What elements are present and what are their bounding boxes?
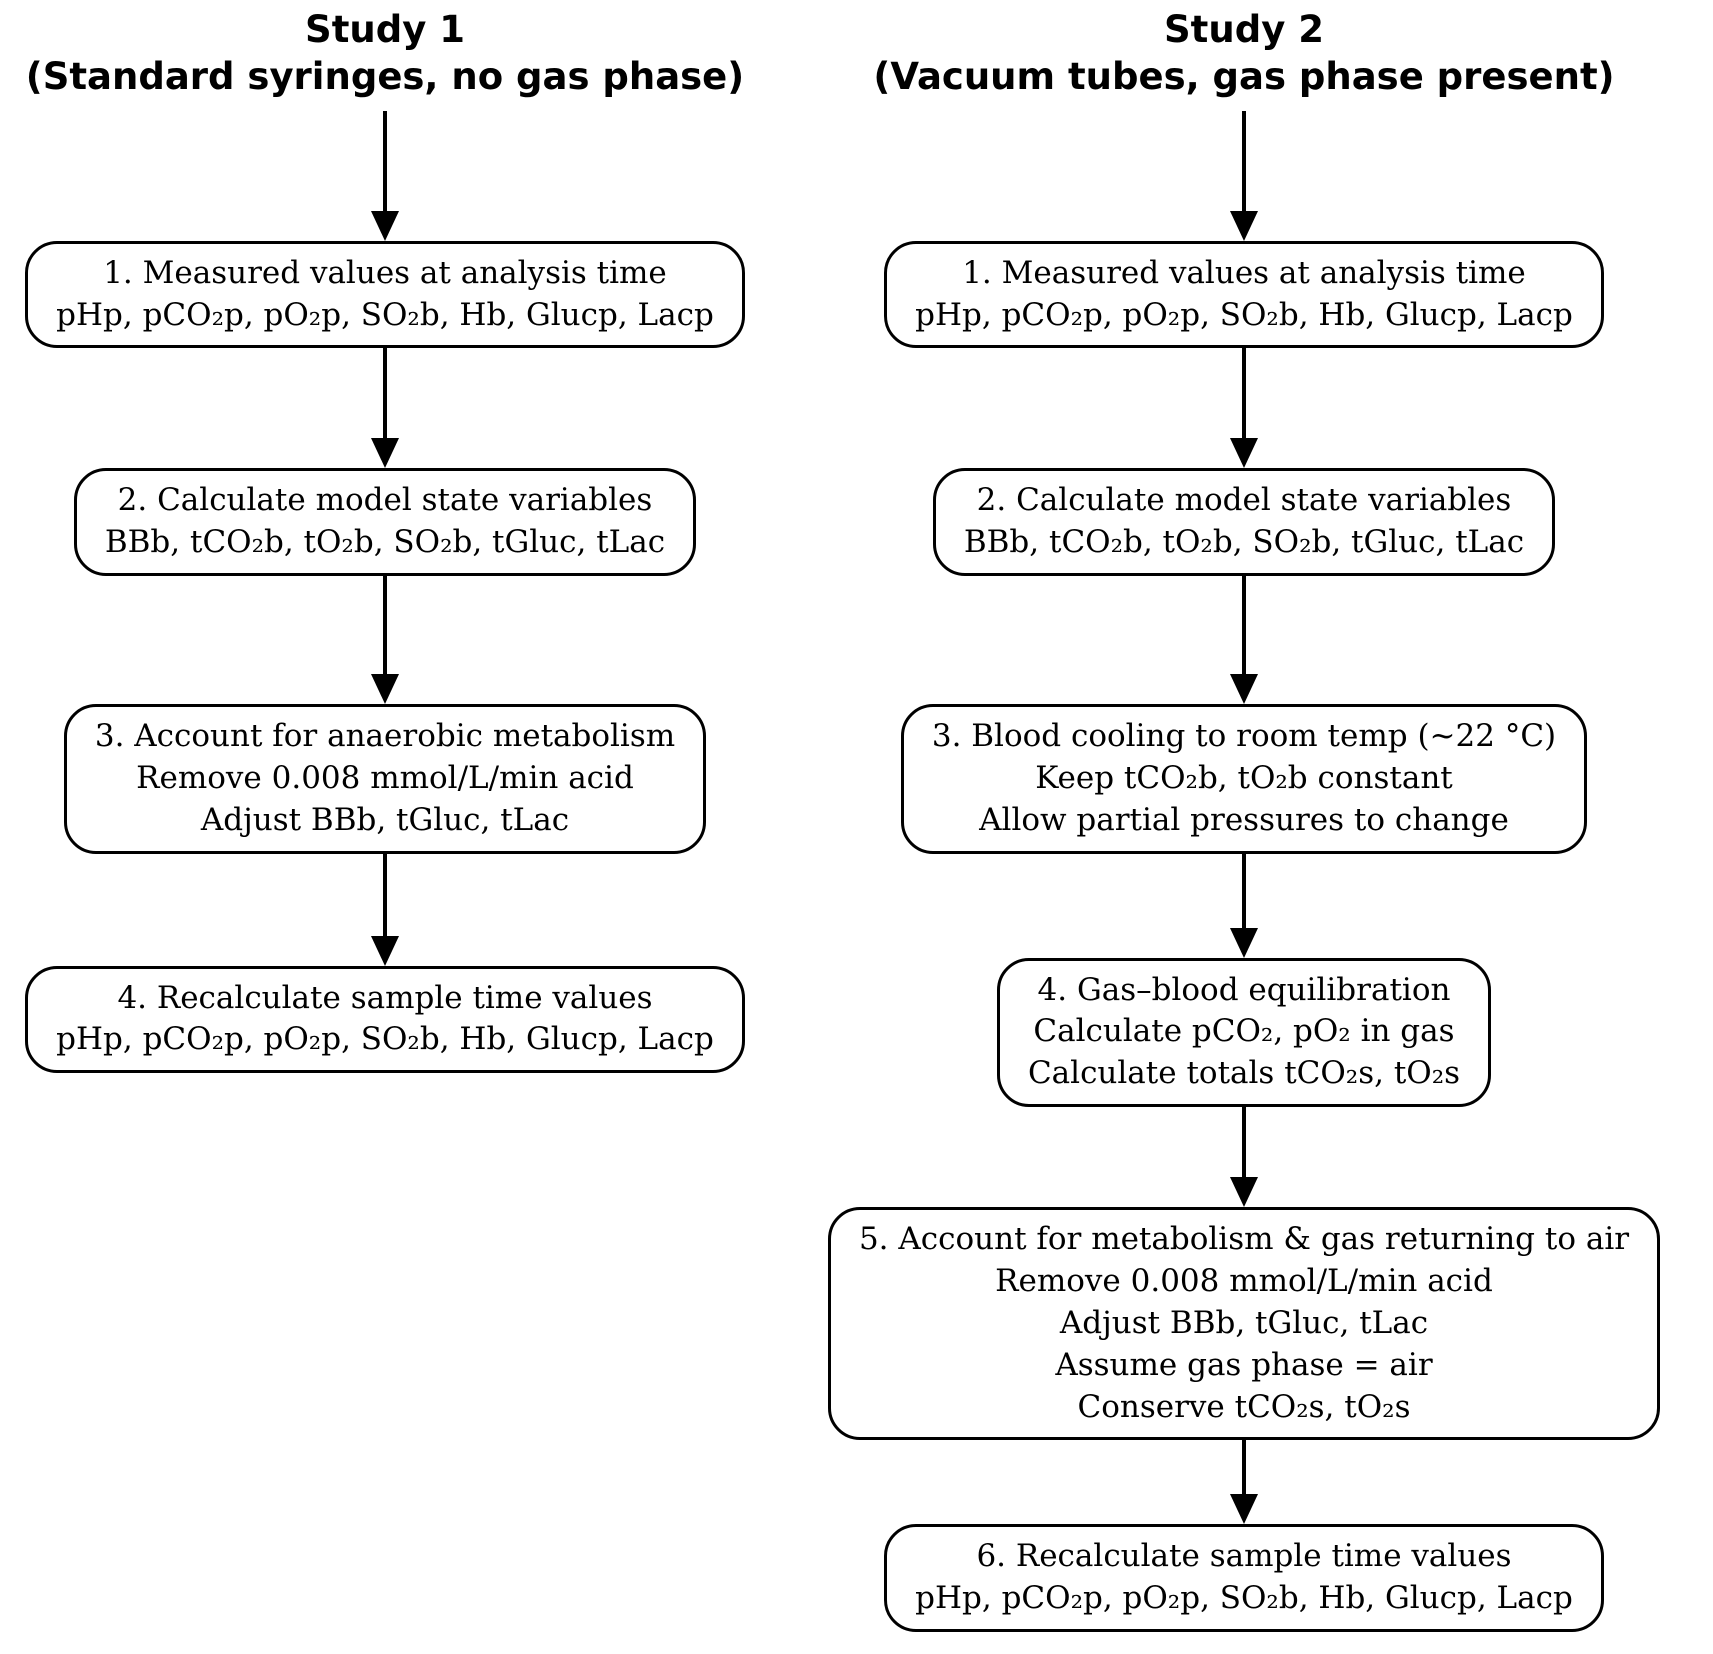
arrowhead-icon	[1230, 927, 1258, 958]
arrow-down-icon	[1230, 110, 1258, 241]
arrow-shaft	[383, 853, 387, 937]
box-line: Adjust BBb, tGluc, tLac	[1059, 1304, 1429, 1341]
study2-title-line2: (Vacuum tubes, gas phase present)	[873, 55, 1615, 99]
box-line: BBb, tCO₂b, tO₂b, SO₂b, tGluc, tLac	[104, 524, 666, 561]
study1-title-line1: Study 1	[305, 8, 465, 51]
box-line: Conserve tCO₂s, tO₂s	[1077, 1388, 1411, 1425]
arrow-down-icon	[371, 110, 399, 241]
arrow-shaft	[1242, 576, 1246, 676]
arrow-shaft	[1242, 853, 1246, 929]
arrow-down-icon	[1230, 576, 1258, 705]
box-line: 4. Recalculate sample time values	[117, 979, 653, 1016]
box-line: Calculate pCO₂, pO₂ in gas	[1033, 1013, 1455, 1050]
study1-box-2: 2. Calculate model state variables BBb, …	[73, 468, 697, 577]
study1-title: Study 1 (Standard syringes, no gas phase…	[26, 6, 744, 101]
arrow-down-icon	[1230, 853, 1258, 958]
box-line: BBb, tCO₂b, tO₂b, SO₂b, tGluc, tLac	[963, 524, 1525, 561]
box-line: pHp, pCO₂p, pO₂p, SO₂b, Hb, Glucp, Lacp	[56, 296, 714, 333]
arrow-down-icon	[371, 853, 399, 966]
arrowhead-icon	[371, 210, 399, 241]
arrowhead-icon	[1230, 210, 1258, 241]
study2-box-4: 4. Gas–blood equilibration Calculate pCO…	[996, 957, 1492, 1108]
study2-box-3: 3. Blood cooling to room temp (~22 °C) K…	[900, 704, 1588, 854]
box-line: pHp, pCO₂p, pO₂p, SO₂b, Hb, Glucp, Lacp	[915, 296, 1573, 333]
arrowhead-icon	[1230, 438, 1258, 469]
box-line: 4. Gas–blood equilibration	[1037, 971, 1451, 1008]
box-line: Allow partial pressures to change	[979, 801, 1509, 838]
box-line: Assume gas phase = air	[1055, 1346, 1433, 1383]
arrow-shaft	[1242, 1440, 1246, 1496]
arrow-shaft	[1242, 110, 1246, 212]
arrow-shaft	[383, 348, 387, 440]
arrow-down-icon	[371, 348, 399, 469]
study2-title: Study 2 (Vacuum tubes, gas phase present…	[873, 6, 1614, 101]
box-line: pHp, pCO₂p, pO₂p, SO₂b, Hb, Glucp, Lacp	[56, 1021, 714, 1058]
arrowhead-icon	[371, 438, 399, 469]
arrow-shaft	[1242, 1107, 1246, 1179]
box-line: pHp, pCO₂p, pO₂p, SO₂b, Hb, Glucp, Lacp	[915, 1580, 1573, 1617]
study1-box-1: 1. Measured values at analysis time pHp,…	[25, 240, 745, 349]
arrow-down-icon	[1230, 1107, 1258, 1208]
box-line: Calculate totals tCO₂s, tO₂s	[1027, 1055, 1461, 1092]
arrowhead-icon	[1230, 1177, 1258, 1208]
box-line: 2. Calculate model state variables	[976, 482, 1512, 519]
box-line: 3. Account for anaerobic metabolism	[94, 718, 676, 755]
box-line: 1. Measured values at analysis time	[103, 254, 667, 291]
study1-title-line2: (Standard syringes, no gas phase)	[25, 55, 745, 99]
study2-box-2: 2. Calculate model state variables BBb, …	[932, 468, 1556, 577]
arrow-shaft	[1242, 348, 1246, 440]
box-line: 3. Blood cooling to room temp (~22 °C)	[931, 718, 1557, 755]
study2-box-1: 1. Measured values at analysis time pHp,…	[884, 240, 1604, 349]
box-line: Remove 0.008 mmol/L/min acid	[136, 759, 634, 796]
box-line: Adjust BBb, tGluc, tLac	[200, 801, 570, 838]
box-line: 1. Measured values at analysis time	[962, 254, 1526, 291]
arrow-shaft	[383, 110, 387, 212]
arrow-down-icon	[371, 576, 399, 705]
study2-box-6: 6. Recalculate sample time values pHp, p…	[884, 1524, 1604, 1633]
study2-column: Study 2 (Vacuum tubes, gas phase present…	[775, 0, 1713, 1633]
arrow-shaft	[383, 576, 387, 676]
box-line: 6. Recalculate sample time values	[976, 1538, 1512, 1575]
arrow-down-icon	[1230, 1440, 1258, 1525]
box-line: Keep tCO₂b, tO₂b constant	[1035, 759, 1453, 796]
study2-title-line1: Study 2	[1164, 8, 1324, 51]
arrowhead-icon	[371, 674, 399, 705]
study1-box-3: 3. Account for anaerobic metabolism Remo…	[63, 704, 707, 854]
box-line: 5. Account for metabolism & gas returnin…	[858, 1221, 1630, 1258]
box-line: Remove 0.008 mmol/L/min acid	[995, 1263, 1493, 1299]
box-line: 2. Calculate model state variables	[117, 482, 653, 519]
arrowhead-icon	[1230, 1494, 1258, 1525]
study2-box-5: 5. Account for metabolism & gas returnin…	[827, 1207, 1661, 1441]
arrowhead-icon	[1230, 674, 1258, 705]
arrow-down-icon	[1230, 348, 1258, 469]
arrowhead-icon	[371, 935, 399, 966]
study1-column: Study 1 (Standard syringes, no gas phase…	[0, 0, 770, 1074]
study1-box-4: 4. Recalculate sample time values pHp, p…	[25, 965, 745, 1074]
